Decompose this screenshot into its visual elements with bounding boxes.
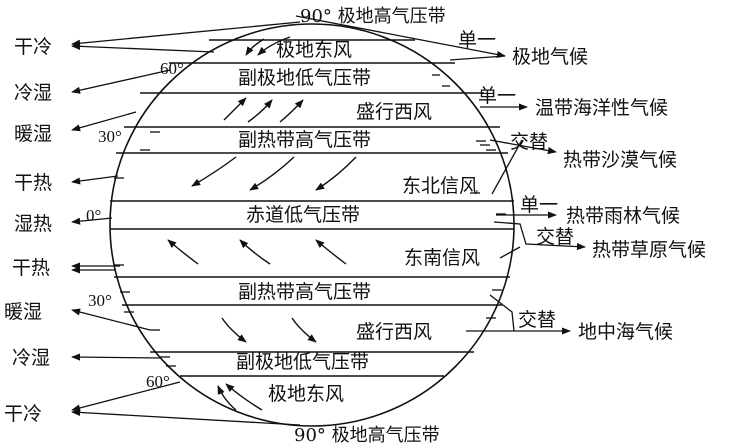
polar-easterlies-s-label: 极地东风 <box>268 383 344 405</box>
subtropical-high-n-label: 副热带高气压带 <box>238 129 371 151</box>
tropical-savanna-label: 热带草原气候 <box>592 239 706 261</box>
single-label-2: 单一 <box>478 85 516 107</box>
left-dry-cold-n: 干冷 <box>14 36 52 58</box>
lat-60s-label: 60° <box>146 372 170 391</box>
alternate-label-3: 交替 <box>518 309 556 331</box>
lat-0-label: 0° <box>86 206 101 225</box>
westerly-arrow-n1 <box>223 97 247 121</box>
polar-easterlies-n-label: 极地东风 <box>276 39 352 61</box>
mediterranean-label: 地中海气候 <box>578 321 673 343</box>
polar-climate-label: 极地气候 <box>512 46 588 68</box>
tropical-rainforest-label: 热带雨林气候 <box>566 205 680 227</box>
westerly-arrow-n3 <box>279 99 304 123</box>
polar-easterly-arrow-s2 <box>217 385 237 411</box>
left-dry-hot-n: 干热 <box>14 172 52 194</box>
left-cold-wet-n: 冷湿 <box>14 82 52 104</box>
north-pole-high-label: 90° 极地高气压带 <box>300 6 446 27</box>
lat-30s-label: 30° <box>88 291 112 310</box>
globe-outline <box>109 23 515 427</box>
subpolar-low-s-label: 副极地低气压带 <box>236 351 369 373</box>
se-trade-arrow-1 <box>167 239 199 265</box>
ne-trade-arrow-2 <box>249 156 295 191</box>
left-dry-hot-s: 干热 <box>12 257 50 279</box>
tropical-desert-label: 热带沙漠气候 <box>563 149 677 171</box>
lat-30n-label: 30° <box>98 127 122 146</box>
left-arrows <box>71 21 301 426</box>
right-arrows <box>295 15 586 335</box>
left-warm-wet-n: 暖湿 <box>14 123 52 145</box>
south-pole-high-label: 90° 极地高气压带 <box>294 425 440 446</box>
westerly-arrow-s1 <box>221 317 247 343</box>
belt-tick-marks <box>114 74 506 367</box>
ne-trades-label: 东北信风 <box>402 175 478 197</box>
lat-60n-label: 60° <box>160 59 184 78</box>
se-trade-arrow-3 <box>315 239 347 265</box>
subtropical-high-s-label: 副热带高气压带 <box>238 281 371 303</box>
westerlies-n-label: 盛行西风 <box>356 101 432 123</box>
westerly-arrow-n2 <box>247 99 273 123</box>
westerlies-s-label: 盛行西风 <box>356 321 432 343</box>
polar-easterly-arrow-n1 <box>257 36 291 56</box>
ne-trade-arrow-3 <box>315 156 357 191</box>
alternate-label-2: 交替 <box>536 226 574 248</box>
temperate-maritime-label: 温带海洋性气候 <box>535 97 668 119</box>
subpolar-low-n-label: 副极地低气压带 <box>238 67 371 89</box>
wind-arrows <box>167 36 357 411</box>
latitude-lines <box>110 39 514 377</box>
left-wet-hot: 湿热 <box>14 213 52 235</box>
polar-easterly-arrow-n2 <box>245 38 265 56</box>
alternate-label-1: 交替 <box>510 131 548 153</box>
single-label-1: 单一 <box>458 29 496 51</box>
equatorial-low-label: 赤道低气压带 <box>246 204 360 226</box>
se-trades-label: 东南信风 <box>404 247 480 269</box>
left-warm-wet-s: 暖湿 <box>4 301 42 323</box>
left-cold-wet-s: 冷湿 <box>12 347 50 369</box>
se-trade-arrow-2 <box>239 239 271 265</box>
ne-trade-arrow-1 <box>191 156 237 187</box>
single-label-3: 单一 <box>520 194 558 216</box>
westerly-arrow-s2 <box>291 317 317 343</box>
polar-easterly-arrow-s1 <box>225 383 263 411</box>
left-dry-cold-s: 干冷 <box>4 403 42 425</box>
